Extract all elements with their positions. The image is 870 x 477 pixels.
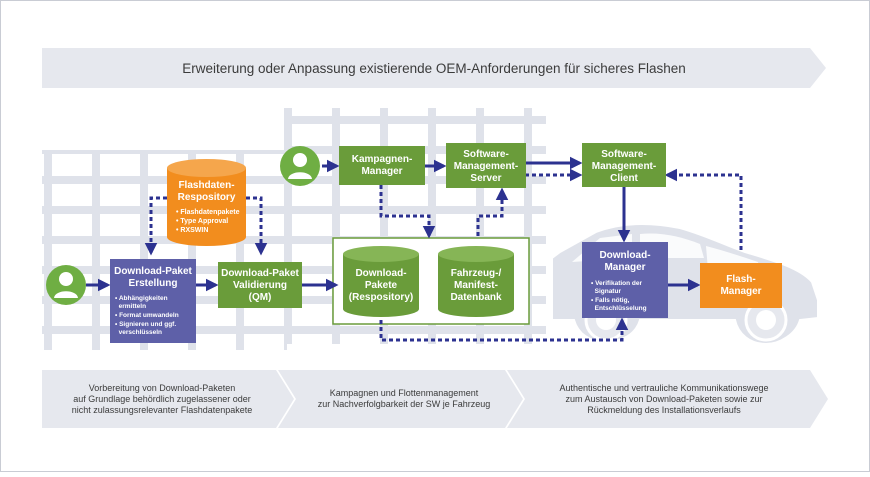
validierung-title-1: Download-Paket <box>221 268 299 279</box>
erstellung-title-2: Erstellung <box>129 278 178 289</box>
sm-server-title-2: Management- <box>454 161 518 172</box>
bottom-banner-2 <box>278 370 523 428</box>
bottom-banner-1-line-1: Vorbereitung von Download-Paketen <box>89 383 236 393</box>
validierung-title-2: Validierung <box>233 280 287 291</box>
bottom-banner-3-line-1: Authentische und vertrauliche Kommunikat… <box>559 383 768 393</box>
download-manager-title-1: Download- <box>599 250 650 261</box>
download-manager-bullet-3: • Falls nötig, <box>591 297 630 304</box>
bottom-banner-3-line-2: zum Austausch von Download-Paketen sowie… <box>565 394 762 404</box>
download-manager: Download- Manager • Verifikation der Sig… <box>582 242 668 318</box>
erstellung-bullet-4: • Signieren und ggf. <box>115 321 176 328</box>
manifest-db-title-2: Manifest- <box>454 280 498 291</box>
kampagnen-manager: Kampagnen- Manager <box>339 146 425 185</box>
download-paket-erstellung: Download-Paket Erstellung • Abhängigkeit… <box>110 259 196 343</box>
top-banner: Erweiterung oder Anpassung existierende … <box>42 48 826 88</box>
download-manager-bullet-2: Signatur <box>591 288 621 295</box>
sm-client-title-1: Software- <box>601 149 647 160</box>
flashdaten-repository-bullet-3: • RXSWIN <box>176 227 208 234</box>
download-pakete-repository: Download- Pakete (Respository) <box>343 246 419 317</box>
user-icon-campaign <box>280 146 320 186</box>
flashdaten-repository-bullet-1: • Flashdatenpakete <box>176 209 240 216</box>
erstellung-bullet-3: • Format umwandeln <box>115 312 179 319</box>
download-paket-validierung: Download-Paket Validierung (QM) <box>218 262 302 308</box>
sm-client-title-3: Client <box>610 173 638 184</box>
bottom-banner-3-line-3: Rückmeldung des Installationsverlaufs <box>587 405 741 415</box>
erstellung-bullet-5: verschlüsseln <box>115 329 162 336</box>
software-management-server: Software- Management- Server <box>446 143 526 188</box>
software-management-client: Software- Management- Client <box>582 143 666 187</box>
download-manager-bullet-4: Entschlüsselung <box>591 305 647 312</box>
manifest-db-title-1: Fahrzeug-/ <box>451 268 502 279</box>
download-manager-bullet-1: • Verifikation der <box>591 280 643 287</box>
flash-manager: Flash- Manager <box>700 263 782 308</box>
dashed-connectors <box>144 168 743 342</box>
erstellung-bullet-1: • Abhängigkeiten <box>115 295 168 302</box>
top-banner-text: Erweiterung oder Anpassung existierende … <box>182 61 686 76</box>
solid-connectors <box>86 156 701 292</box>
bottom-banners: Vorbereitung von Download-Paketen auf Gr… <box>42 370 828 428</box>
bottom-banner-1-line-3: nicht zulassungsrelevanter Flashdatenpak… <box>72 405 253 415</box>
flashdaten-repository-title-2: Respository <box>178 192 236 203</box>
bottom-banner-3 <box>507 370 828 428</box>
kampagnen-manager-title-2: Manager <box>361 166 402 177</box>
bottom-banner-1 <box>42 370 294 428</box>
flashdaten-repository-title-1: Flashdaten- <box>178 180 234 191</box>
download-pakete-title-3: (Respository) <box>349 292 413 303</box>
erstellung-title-1: Download-Paket <box>114 266 192 277</box>
user-icon-creation <box>46 265 86 305</box>
flashdaten-repository: Flashdaten- Respository • Flashdatenpake… <box>167 159 246 246</box>
sm-server-title-1: Software- <box>463 149 509 160</box>
bottom-banner-2-line-1: Kampagnen und Flottenmanagement <box>330 388 479 398</box>
bottom-banner-2-line-2: zur Nachverfolgbarkeit der SW je Fahrzeu… <box>318 399 491 409</box>
download-pakete-title-1: Download- <box>355 268 406 279</box>
validierung-title-3: (QM) <box>249 292 272 303</box>
download-pakete-title-2: Pakete <box>365 280 398 291</box>
flash-manager-title-1: Flash- <box>726 274 755 285</box>
sm-server-title-3: Server <box>470 173 501 184</box>
sm-client-title-2: Management- <box>592 161 656 172</box>
manifest-db-title-3: Datenbank <box>450 292 502 303</box>
erstellung-bullet-2: ermitteln <box>115 303 146 310</box>
fahrzeug-manifest-datenbank: Fahrzeug-/ Manifest- Datenbank <box>438 246 514 317</box>
kampagnen-manager-title-1: Kampagnen- <box>352 154 413 165</box>
download-manager-title-2: Manager <box>604 262 645 273</box>
bottom-banner-1-line-2: auf Grundlage behördlich zugelassener od… <box>73 394 251 404</box>
flash-manager-title-2: Manager <box>720 286 761 297</box>
flashdaten-repository-bullet-2: • Type Approval <box>176 218 228 225</box>
